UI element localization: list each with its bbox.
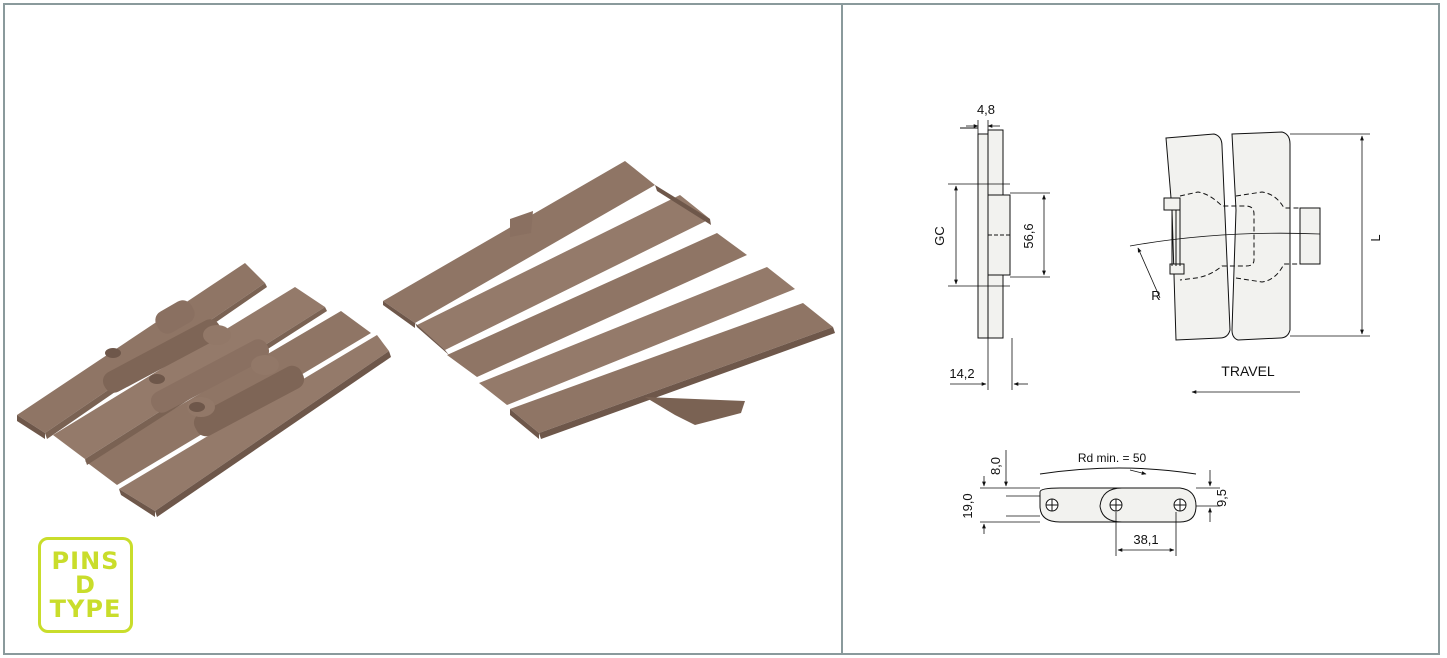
dim-height: 56,6 [1021,223,1036,248]
dim-thickness: 4,8 [977,102,995,117]
chain-segment-underside [17,263,391,517]
badge-line-1: PINS [51,547,120,575]
side-view [960,127,1012,339]
technical-drawing: 4,8 GC 56,6 14,2 L R TRAVEL [932,102,1383,556]
product-photo-panel: PINS D TYPE [5,5,841,653]
dim-width-bottom: 14,2 [949,366,974,381]
side-view-dimensions [948,120,1050,390]
dim-gc: GC [932,226,947,246]
technical-drawing-panel: 4,8 GC 56,6 14,2 L R TRAVEL [843,5,1438,653]
hinge-view [1039,467,1197,523]
panel-divider [841,3,843,655]
badge-line-2: D [75,571,96,599]
dim-hinge-total: 19,0 [960,493,975,518]
dim-hinge-right: 9,5 [1214,489,1229,507]
dim-radius: R [1151,288,1160,303]
chain-illustration [17,161,835,517]
dim-length: L [1368,234,1383,241]
badge-line-3: TYPE [49,595,122,623]
outer-frame [3,3,1440,655]
dim-rd-min: Rd min. = 50 [1078,451,1147,465]
dim-pitch: 38,1 [1133,532,1158,547]
hinge-dimensions [980,450,1220,556]
pins-type-badge: PINS D TYPE [38,537,133,633]
top-view [1163,131,1321,341]
chain-segment-top-view [383,161,835,439]
top-view-dimensions [1129,133,1370,394]
dim-hinge-top: 8,0 [988,457,1003,475]
travel-label: TRAVEL [1221,363,1275,379]
